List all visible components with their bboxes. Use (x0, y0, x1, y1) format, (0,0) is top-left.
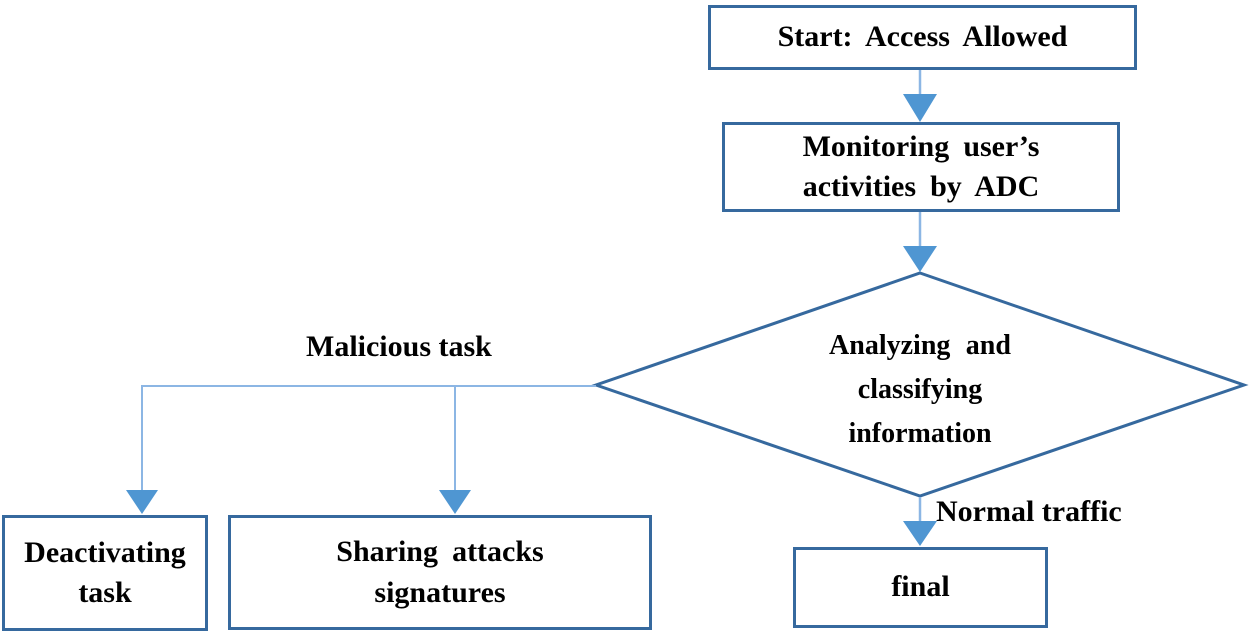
edge-monitoring-decision-arrowhead-icon (903, 246, 937, 272)
node-start: Start: Access Allowed (708, 5, 1137, 70)
node-monitoring: Monitoring user’s activities by ADC (722, 122, 1120, 212)
node-deactivating-label-line2: task (78, 576, 132, 609)
node-sharing-label-line1: Sharing attacks (336, 535, 544, 568)
edge-decision-deactivating-line (141, 385, 596, 492)
node-sharing-label-line2: signatures (374, 575, 506, 609)
node-start-label: Start: Access Allowed (777, 20, 1068, 54)
edge-start-monitoring-arrowhead-icon (903, 94, 937, 122)
node-decision-label-line3: information (848, 418, 992, 449)
node-decision-label-line2: classifying (857, 374, 983, 405)
edge-decision-deactivating-arrowhead-icon (126, 490, 158, 514)
edge-decision-sharing-arrowhead-icon (439, 490, 471, 514)
node-sharing: Sharing attacks signatures (228, 515, 652, 630)
node-final: final (793, 547, 1048, 628)
edge-label-normal-traffic: Normal traffic (936, 495, 1122, 528)
edge-decision-final-arrowhead-icon (903, 521, 937, 546)
decision-diamond-shape (591, 271, 1249, 498)
node-decision-label: Analyzing and classifying information (745, 324, 1095, 456)
node-final-label: final (891, 570, 950, 604)
node-deactivating-label-line1: Deactivating (24, 535, 186, 569)
edge-label-malicious-task: Malicious task (306, 330, 492, 363)
node-monitoring-label-line1: Monitoring user’s (802, 129, 1040, 163)
node-monitoring-label-line2: activities by ADC (802, 170, 1040, 203)
node-deactivating: Deactivating task (2, 515, 208, 631)
node-decision-label-line1: Analyzing and (829, 330, 1011, 361)
